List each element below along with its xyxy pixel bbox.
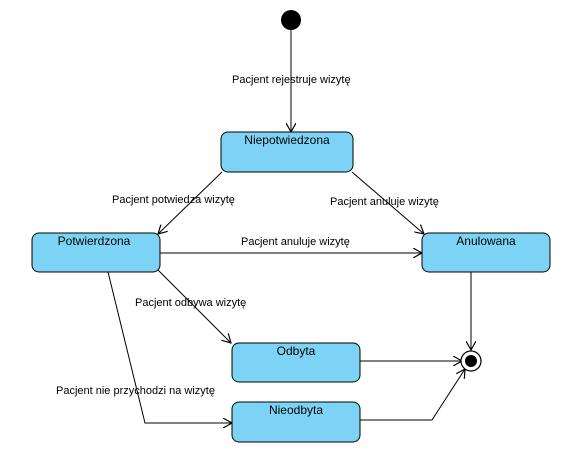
state-label: Niepotwiedzona bbox=[244, 133, 330, 147]
final-node[interactable] bbox=[460, 350, 482, 372]
transition-potwierdzona-to-odbyta bbox=[157, 269, 231, 343]
state-niepotwierdzona[interactable]: Niepotwiedzona bbox=[220, 131, 354, 173]
state-anulowana[interactable]: Anulowana bbox=[421, 232, 551, 273]
state-label: Potwierdzona bbox=[58, 234, 131, 248]
transition-label: Pacjent nie przychodzi na wizytę bbox=[56, 385, 215, 397]
transition-niepotwierdzona-to-anulowana bbox=[351, 171, 424, 234]
transition-labels: Pacjent rejestruje wizytę Pacjent potwie… bbox=[56, 74, 439, 397]
transition-label: Pacjent potwiedza wizytę bbox=[112, 194, 235, 206]
transition-nieodbyta-to-final bbox=[360, 369, 465, 421]
state-odbyta[interactable]: Odbyta bbox=[231, 342, 361, 383]
state-label: Nieodbyta bbox=[269, 403, 323, 417]
transition-potwierdzona-to-nieodbyta bbox=[107, 271, 232, 423]
transition-label: Pacjent anuluje wizytę bbox=[241, 236, 350, 248]
transition-label: Pacjent rejestruje wizytę bbox=[232, 74, 351, 86]
initial-node[interactable] bbox=[281, 10, 301, 30]
transition-label: Pacjent anuluje wizytę bbox=[330, 196, 439, 208]
transition-label: Pacjent odbywa wizytę bbox=[135, 297, 246, 309]
state-label: Odbyta bbox=[277, 344, 316, 358]
state-nieodbyta[interactable]: Nieodbyta bbox=[231, 401, 361, 443]
transitions bbox=[107, 30, 471, 423]
state-potwierdzona[interactable]: Potwierdzona bbox=[31, 232, 161, 273]
transition-niepotwierdzona-to-potwierdzona bbox=[158, 171, 223, 234]
state-label: Anulowana bbox=[456, 234, 516, 248]
